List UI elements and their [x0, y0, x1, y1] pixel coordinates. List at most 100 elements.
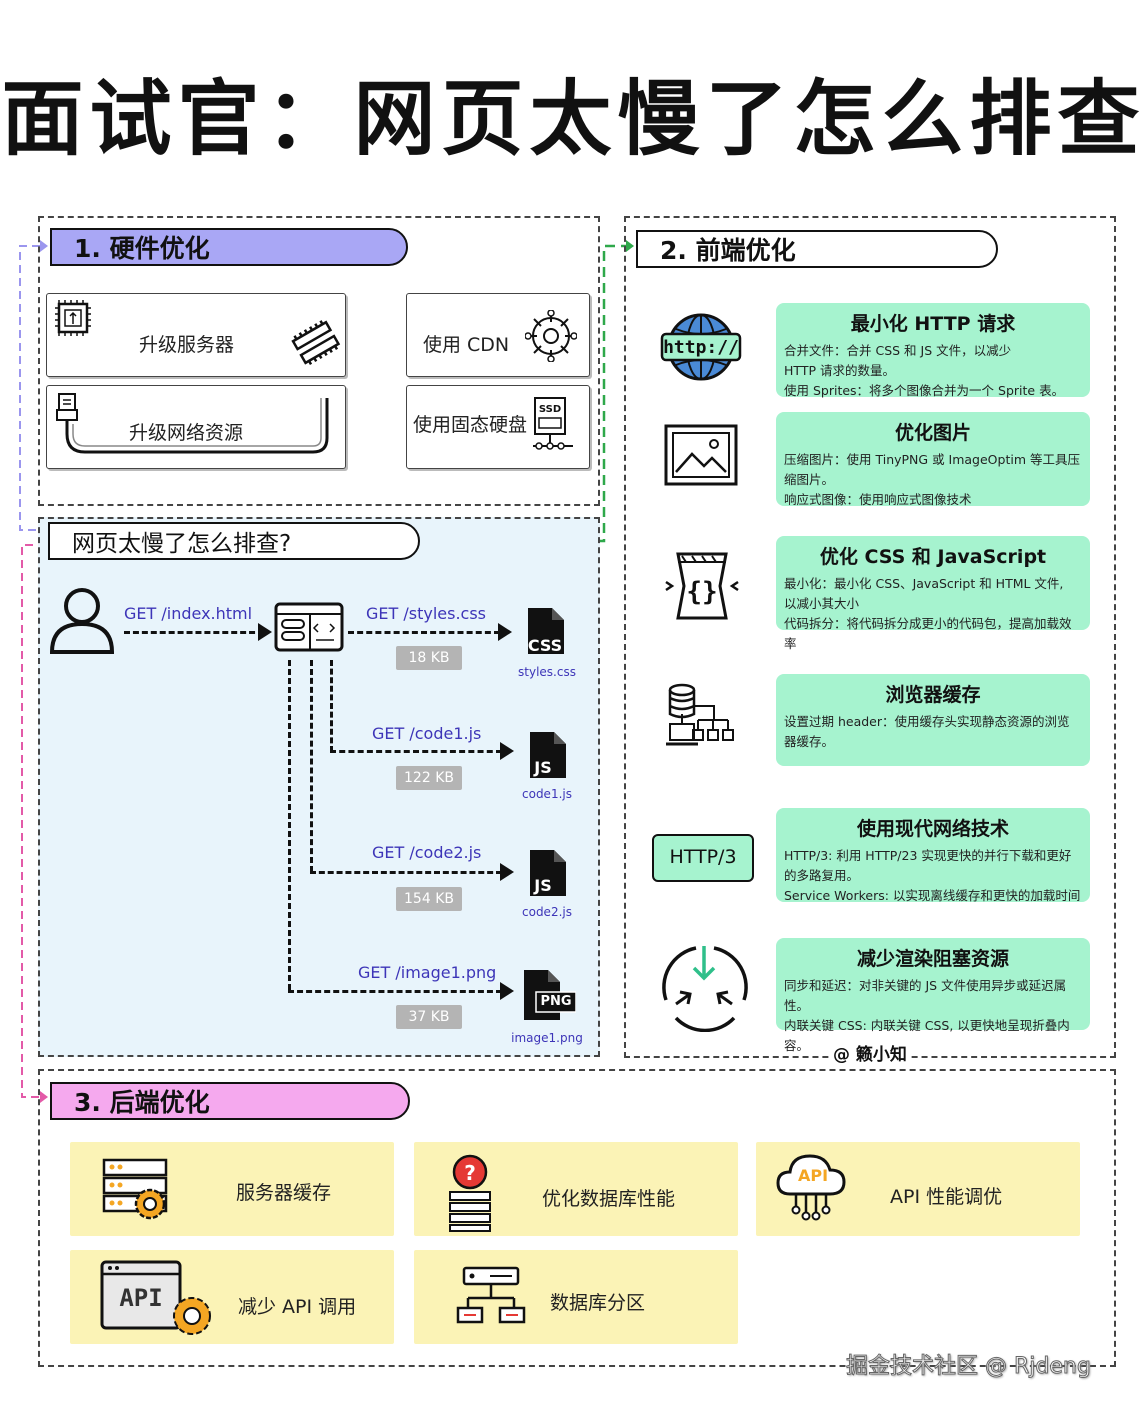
- hw-card-cdn: 使用 CDN: [406, 293, 590, 377]
- hw-label-server: 升级服务器: [139, 334, 235, 356]
- file-badge-js-1: JS: [534, 758, 552, 777]
- be-label-reduce-api: 减少 API 调用: [238, 1296, 357, 1318]
- file-name-image1: image1.png: [511, 1031, 583, 1045]
- arrowhead: [500, 742, 514, 760]
- size-badge-styles: 18 KB: [396, 646, 462, 670]
- fe-title-modern: 使用现代网络技术: [856, 818, 1009, 840]
- fe-line: 器缓存。: [784, 734, 835, 749]
- request-arrow-code2: [310, 871, 502, 874]
- diagnosis-heading: 网页太慢了怎么排查?: [48, 522, 420, 560]
- file-badge-css: CSS: [527, 636, 563, 655]
- arrowhead: [500, 982, 514, 1000]
- database-tree-icon: [666, 683, 734, 746]
- fe-line: HTTP 请求的数量。: [784, 363, 895, 378]
- backend-heading: 3. 后端优化: [50, 1082, 410, 1120]
- fe-title-cache: 浏览器缓存: [885, 684, 981, 706]
- file-badge-js-2: JS: [534, 876, 552, 895]
- server-gear-icon: [102, 1158, 168, 1220]
- database-question-icon: ?: [449, 1154, 491, 1232]
- database-partition-icon: [456, 1266, 526, 1324]
- api-window-badge: API: [119, 1284, 163, 1312]
- api-cloud-icon: API: [774, 1150, 854, 1230]
- file-name-code2: code2.js: [522, 905, 572, 919]
- hardware-section: [38, 216, 600, 506]
- fe-line: 响应式图像：使用响应式图像技术: [784, 492, 972, 507]
- hw-label-network: 升级网络资源: [129, 422, 244, 444]
- be-card-db-perf: ? 优化数据库性能: [414, 1142, 738, 1236]
- hw-card-network: 升级网络资源: [46, 385, 346, 469]
- hardware-heading: 1. 硬件优化: [50, 228, 408, 266]
- image-icon: [664, 424, 738, 486]
- fe-card-render: 减少渲染阻塞资源 同步和延迟：对非关键的 JS 文件使用异步或延迟属性。 内联关…: [776, 938, 1090, 1053]
- fe-line: HTTP/3: 利用 HTTP/23 实现更快的并行下载和更好: [784, 848, 1072, 863]
- network-globe-icon: [525, 310, 577, 362]
- user-icon: [49, 588, 115, 654]
- fe-title-render: 减少渲染阻塞资源: [856, 948, 1009, 970]
- ssd-icon: SSD: [533, 397, 573, 450]
- fe-card-image: 优化图片 压缩图片：使用 TinyPNG 或 ImageOptim 等工具压 缩…: [776, 412, 1090, 507]
- arrowhead: [498, 623, 512, 641]
- be-label-api-tuning: API 性能调优: [890, 1186, 1003, 1208]
- request-label-code2: GET /code2.js: [372, 843, 482, 862]
- fe-line: 设置过期 header：使用缓存头实现静态资源的浏览: [784, 714, 1070, 729]
- size-badge-code1: 122 KB: [396, 766, 462, 790]
- arrowhead: [258, 623, 272, 641]
- api-cloud-badge: API: [797, 1166, 829, 1185]
- fe-card-cache: 浏览器缓存 设置过期 header：使用缓存头实现静态资源的浏览 器缓存。: [776, 674, 1090, 766]
- http-globe-icon: http://: [660, 313, 742, 381]
- be-label-db-partition: 数据库分区: [550, 1292, 646, 1314]
- file-icon-png: PNG: [520, 968, 576, 1022]
- fe-line: 使用 Sprites：将多个图像合并为一个 Sprite 表。: [784, 383, 1065, 398]
- request-label-styles: GET /styles.css: [366, 604, 487, 623]
- fe-card-http: 最小化 HTTP 请求 合并文件：合并 CSS 和 JS 文件，以减少 HTTP…: [776, 303, 1090, 398]
- file-icon-js-1: JS: [524, 730, 570, 780]
- request-arrow-code1: [330, 750, 502, 753]
- hw-label-cdn: 使用 CDN: [423, 334, 510, 356]
- file-icon-js-2: JS: [524, 848, 570, 898]
- code-compress-icon: {}: [665, 552, 739, 620]
- be-card-reduce-api: API 减少 API 调用: [70, 1250, 394, 1344]
- fe-line: 代码拆分：将代码拆分成更小的代码包，提高加载效率: [784, 616, 1072, 651]
- api-window-gear-icon: API: [100, 1258, 216, 1338]
- fe-line: 最小化：最小化 CSS、JavaScript 和 HTML 文件,: [784, 576, 1064, 591]
- request-arrow-image1: [288, 990, 502, 993]
- arrowhead: [500, 863, 514, 881]
- file-name-styles: styles.css: [518, 665, 576, 679]
- request-label-index: GET /index.html: [124, 604, 253, 623]
- page-title: 面试官：网页太慢了怎么排查: [1, 72, 1146, 167]
- svg-text:SSD: SSD: [539, 404, 561, 415]
- frontend-heading: 2. 前端优化: [636, 230, 998, 268]
- be-label-db-perf: 优化数据库性能: [542, 1188, 676, 1210]
- size-badge-image1: 37 KB: [396, 1005, 462, 1029]
- fe-line: 同步和延迟：对非关键的 JS 文件使用异步或延迟属性。: [784, 978, 1067, 1013]
- request-label-code1: GET /code1.js: [372, 724, 482, 743]
- hw-card-server: 升级服务器: [46, 293, 346, 377]
- fe-line: 缩图片。: [784, 472, 835, 487]
- request-arrow-styles: [348, 631, 500, 634]
- be-card-api-tuning: API API 性能调优: [756, 1142, 1080, 1236]
- fe-line: Service Workers: 以实现离线缓存和更快的加载时间: [784, 888, 1081, 903]
- fe-title-http: 最小化 HTTP 请求: [850, 313, 1016, 335]
- size-badge-code2: 154 KB: [396, 887, 462, 911]
- svg-text:http://: http://: [663, 337, 739, 358]
- file-name-code1: code1.js: [522, 787, 572, 801]
- be-label-server-cache: 服务器缓存: [236, 1182, 332, 1204]
- fe-line: 内联关键 CSS: 内联关键 CSS, 以更快地呈现折叠内容。: [784, 1018, 1070, 1053]
- fe-title-css-js: 优化 CSS 和 JavaScript: [819, 546, 1047, 568]
- fe-card-css-js: 优化 CSS 和 JavaScript 最小化：最小化 CSS、JavaScri…: [776, 536, 1090, 651]
- request-arrow-index: [124, 631, 264, 634]
- chip-icon: [55, 300, 91, 336]
- http3-badge: HTTP/3: [652, 834, 754, 882]
- hw-card-ssd: 使用固态硬盘 SSD: [406, 385, 590, 469]
- ram-icon: [291, 320, 341, 365]
- be-card-server-cache: 服务器缓存: [70, 1142, 394, 1236]
- fe-card-modern: 使用现代网络技术 HTTP/3: 利用 HTTP/23 实现更快的并行下载和更好…: [776, 808, 1090, 903]
- fe-line: 以减小其大小: [784, 596, 860, 611]
- hw-label-ssd: 使用固态硬盘: [413, 414, 528, 436]
- author-credit: @ 籁小知: [830, 1040, 910, 1065]
- async-arrows-icon: [662, 946, 748, 1032]
- svg-text:{}: {}: [686, 577, 717, 607]
- trunk-line-2: [310, 660, 313, 872]
- file-icon-css: CSS: [522, 606, 568, 656]
- svg-text:?: ?: [464, 1161, 476, 1185]
